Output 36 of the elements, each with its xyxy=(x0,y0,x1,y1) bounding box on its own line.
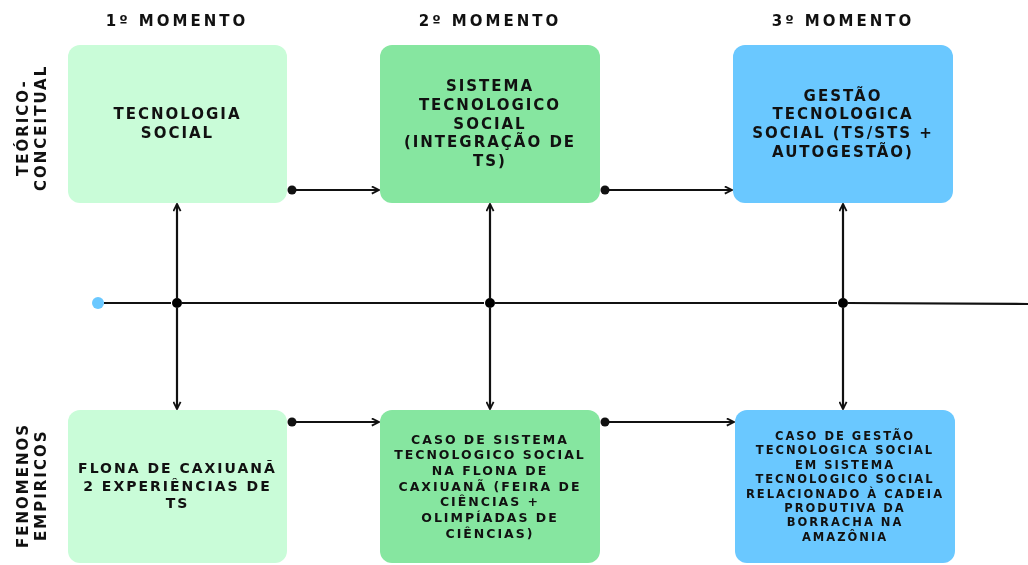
row-heading: FENOMENOS EMPIRICOS xyxy=(14,421,51,550)
column-heading: 1º MOMENTO xyxy=(105,12,249,30)
concept-box xyxy=(380,410,600,563)
box-text: SISTEMA TECNOLOGICO SOCIAL (INTEGRAÇÃO DE TS) xyxy=(402,77,578,171)
column-heading: 2º MOMENTO xyxy=(418,12,562,30)
arrow xyxy=(600,417,735,427)
timeline-start-dot xyxy=(92,297,104,309)
concept-box xyxy=(68,410,287,563)
concept-box xyxy=(68,45,287,203)
concept-box xyxy=(735,410,955,563)
arrow xyxy=(485,308,495,410)
box-text: GESTÃO TECNOLOGICA SOCIAL (TS/STS + AUTOGESTÃO) xyxy=(751,86,935,162)
timeline-line xyxy=(495,301,837,305)
arrow xyxy=(287,185,380,195)
timeline-line xyxy=(182,301,484,305)
box-text: CASO DE GESTÃO TECNOLOGICA SOCIAL EM SISTEMA TECNOLOGICO SOCIAL RELACIONADO À CADEIA PRODUTIVA DA BORRACHA NA AMAZÔNIA xyxy=(744,429,946,544)
timeline-line xyxy=(104,301,171,305)
arrow xyxy=(287,417,380,427)
arrow xyxy=(172,203,182,298)
concept-box xyxy=(733,45,953,203)
box-text: TECNOLOGIA SOCIAL xyxy=(112,105,243,143)
concept-box xyxy=(380,45,600,203)
row-heading: TEÓRICO-CONCEITUAL xyxy=(14,63,51,194)
arrow xyxy=(172,308,182,410)
timeline-line xyxy=(848,301,1028,306)
junction-dot xyxy=(172,298,182,308)
arrow xyxy=(485,203,495,298)
junction-dot xyxy=(838,298,848,308)
arrow xyxy=(600,185,733,195)
junction-dot xyxy=(485,298,495,308)
box-text: FLONA DE CAXIUANÃ xyxy=(78,460,277,478)
arrow xyxy=(838,203,848,298)
column-heading: 3º MOMENTO xyxy=(771,12,915,30)
box-text: CASO DE SISTEMA TECNOLOGICO SOCIAL NA FLONA DE CAXIUANÃ (FEIRA DE CIÊNCIAS + OLIMPÍADAS DE CIÊNCIAS) xyxy=(393,431,587,542)
arrow xyxy=(838,308,848,410)
box-text: 2 EXPERIÊNCIAS DE TS xyxy=(82,477,273,513)
